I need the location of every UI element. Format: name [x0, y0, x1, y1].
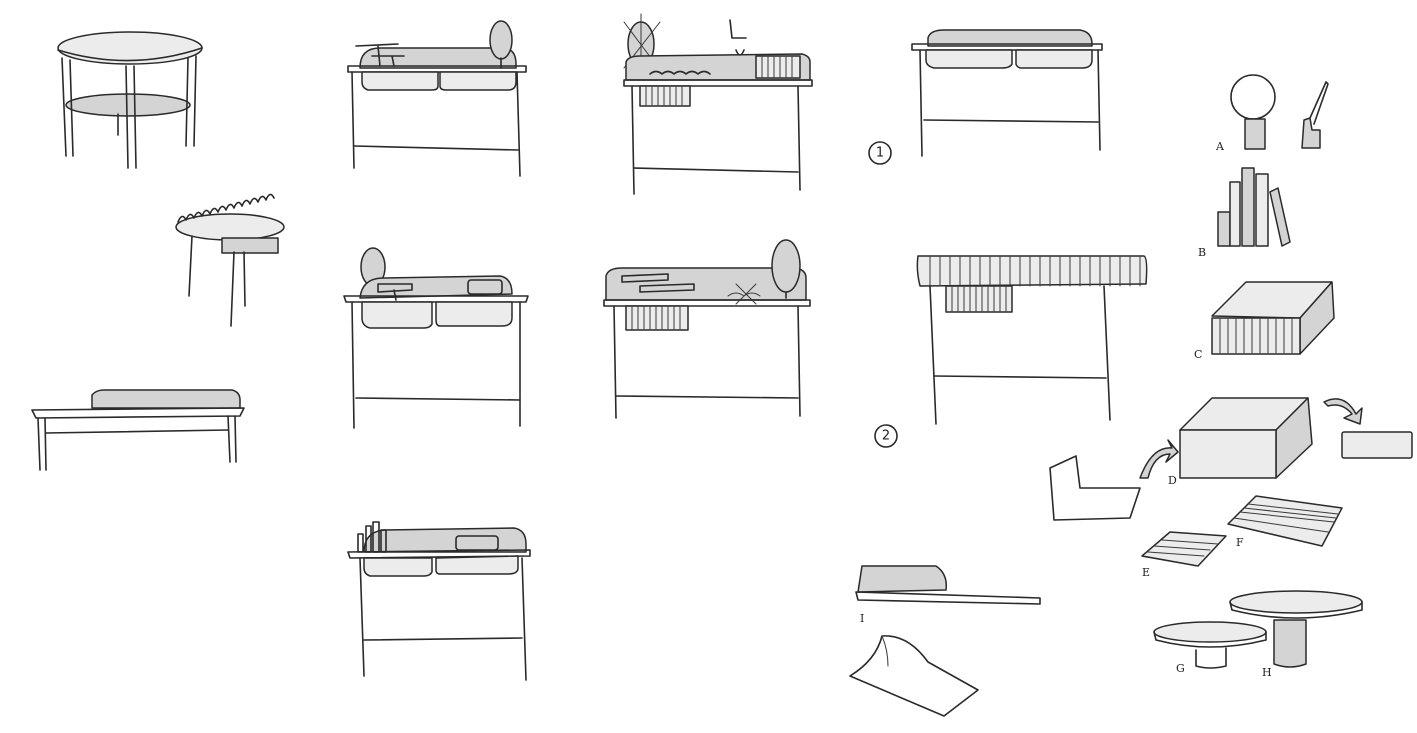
- desk-option-2-sketch: [916, 255, 1148, 425]
- label-e: E: [1142, 566, 1150, 579]
- accessory-a-mirror: A: [1215, 74, 1329, 153]
- label-i: I: [860, 612, 864, 625]
- label-c: C: [1194, 348, 1202, 361]
- accessory-g-h-tables: G H: [1153, 590, 1363, 679]
- option-2-number: 2: [882, 429, 890, 444]
- option-1-marker: 1: [868, 141, 892, 165]
- accessory-i-tray: I: [849, 565, 1041, 717]
- desk-sketch-mirror-left: [343, 247, 529, 429]
- label-a: A: [1215, 140, 1225, 153]
- desk-sketch-tray-mirror: [603, 239, 811, 419]
- option-1-number: 1: [876, 146, 884, 161]
- desk-option-1-sketch: [911, 29, 1103, 157]
- label-b: B: [1198, 246, 1206, 259]
- accessory-b-books: B: [1198, 167, 1291, 259]
- accessory-c-fluted-box: C: [1194, 281, 1335, 361]
- label-d: D: [1168, 474, 1177, 487]
- bench-sketch: [31, 389, 245, 471]
- label-h: H: [1262, 666, 1272, 679]
- label-g: G: [1176, 662, 1185, 675]
- accessory-e-striped-tray: E: [1141, 531, 1227, 579]
- scalloped-side-table-sketch: [175, 193, 285, 327]
- desk-sketch-books: [347, 521, 531, 681]
- accessory-d-box-assembly: D: [1049, 397, 1413, 521]
- label-f: F: [1236, 536, 1244, 549]
- desk-sketch-lamp-mirror: [347, 20, 527, 177]
- desk-sketch-mirror-striped: [623, 13, 813, 195]
- round-side-table-sketch: [57, 31, 203, 169]
- option-2-marker: 2: [874, 424, 898, 448]
- accessory-f-striped-mat: F: [1227, 495, 1343, 549]
